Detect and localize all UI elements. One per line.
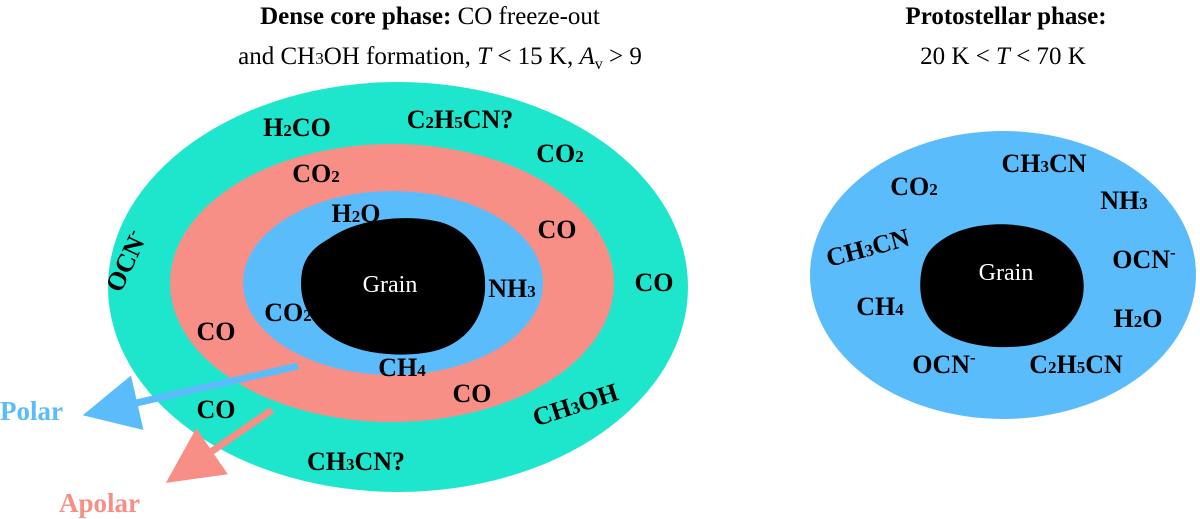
molecule-co2-polar: CO2	[264, 298, 312, 327]
protostellar-header-line2: 20 K < T < 70 K	[920, 43, 1086, 70]
molecule-co2: CO2	[890, 172, 938, 201]
protostellar-dust-grain	[920, 224, 1084, 348]
molecule-co-apolar-left: CO	[197, 317, 236, 346]
molecule-ocn-right: OCN-	[1112, 243, 1176, 274]
molecule-ch4: CH4	[856, 292, 904, 321]
molecule-co2-apolar: CO2	[292, 159, 340, 188]
molecule-h2o-polar: H2O	[332, 199, 381, 228]
molecule-co-outer-left: CO	[197, 395, 236, 424]
apolar-arrow	[165, 407, 274, 483]
molecule-co-outer-right: CO	[635, 268, 674, 297]
dense-core-header-line1: Dense core phase: CO freeze-out	[260, 3, 600, 30]
molecule-co2-outer: CO2	[536, 139, 584, 168]
protostellar-grain-label: Grain	[979, 260, 1034, 286]
dense-core-header-line2: and CH3OH formation, T < 15 K, Av > 9	[238, 43, 642, 73]
molecule-ocn-bottom: OCN-	[912, 348, 976, 379]
molecule-co-apolar-bottom: CO	[453, 379, 492, 408]
molecule-ch3cn-query: CH3CN?	[307, 447, 405, 476]
molecule-c2h5cn: C2H5CN	[1029, 350, 1123, 379]
molecule-c2h5cn-query: C2H5CN?	[407, 105, 514, 134]
polar-label: Polar	[0, 396, 63, 426]
protostellar-header-line1: Protostellar phase:	[905, 3, 1106, 30]
grain-label: Grain	[363, 272, 418, 298]
molecule-nh3-polar: NH3	[488, 274, 536, 303]
polar-arrow	[82, 362, 299, 431]
apolar-label: Apolar	[59, 488, 140, 518]
molecule-ch3cn-top: CH3CN	[1001, 149, 1086, 178]
molecule-co-apolar-right: CO	[538, 215, 577, 244]
molecule-ch4-polar: CH4	[378, 353, 426, 382]
molecule-nh3: NH3	[1100, 186, 1148, 215]
molecule-h2o: H2O	[1114, 304, 1163, 333]
dust-grain	[301, 218, 486, 355]
molecule-h2co: H2CO	[263, 113, 331, 142]
